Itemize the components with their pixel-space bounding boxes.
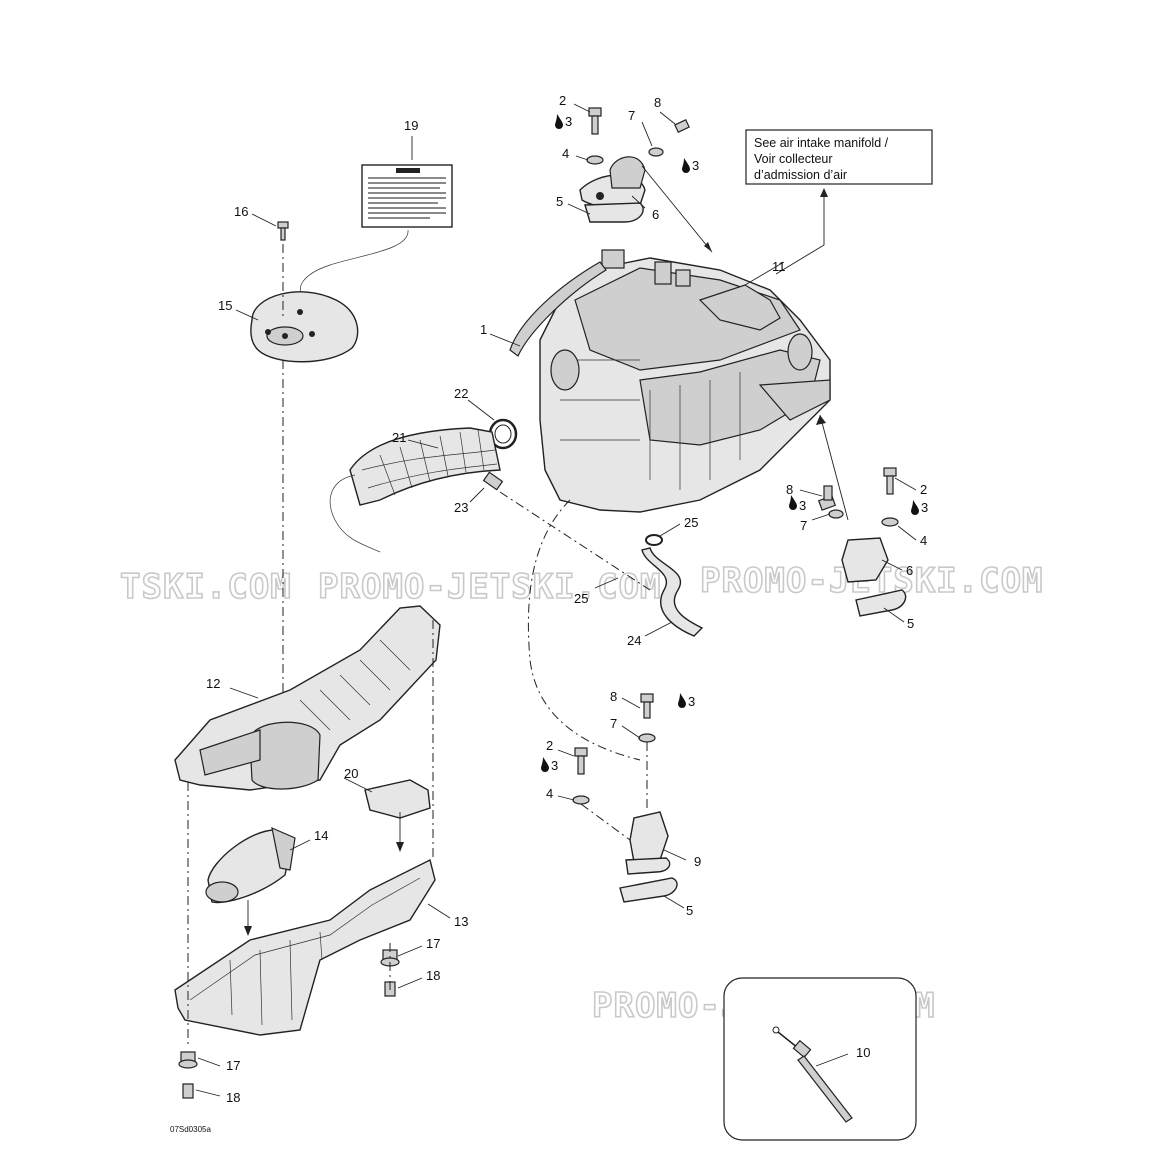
note-line-1: See air intake manifold / — [754, 136, 889, 150]
callout-5: 5 — [556, 194, 563, 209]
cover-plate — [250, 221, 359, 720]
callout-8: 8 — [654, 95, 661, 110]
sealant-drop-icon — [541, 757, 549, 772]
watermark-left: TSKI.COM — [120, 567, 292, 607]
callout-12: 12 — [206, 676, 220, 691]
callout-1: 1 — [480, 322, 487, 337]
callout-3: 3 — [551, 758, 558, 773]
watermark-mid: PROMO-JETSKI.COM — [318, 567, 662, 607]
callout-14: 14 — [314, 828, 328, 843]
callout-3: 3 — [692, 158, 699, 173]
callout-6: 6 — [906, 563, 913, 578]
callout-21: 21 — [392, 430, 406, 445]
callout-4: 4 — [562, 146, 569, 161]
note-box: See air intake manifold / Voir collecteu… — [745, 129, 933, 275]
drain-hose — [641, 534, 704, 637]
callout-24: 24 — [627, 633, 641, 648]
sealant-drop-icon — [789, 495, 797, 510]
callout-5: 5 — [686, 903, 693, 918]
engine-mount-top — [579, 107, 713, 253]
callout-13: 13 — [454, 914, 468, 929]
callout-7: 7 — [628, 108, 635, 123]
air-box-upper — [174, 605, 441, 791]
air-tube — [205, 826, 296, 936]
callout-2: 2 — [546, 738, 553, 753]
sealant-drops — [541, 114, 919, 772]
callout-23: 23 — [454, 500, 468, 515]
callout-20: 20 — [344, 766, 358, 781]
sealant-drop-icon — [911, 500, 919, 515]
note-line-3: d’admission d’air — [754, 168, 847, 182]
callout-8: 8 — [610, 689, 617, 704]
callout-3: 3 — [921, 500, 928, 515]
engine-mount-bottom — [527, 499, 678, 903]
sealant-drop-icon — [678, 693, 686, 708]
callout-10: 10 — [856, 1045, 870, 1060]
callout-4: 4 — [920, 533, 927, 548]
sealant-drop-icon — [555, 114, 563, 129]
callout-5: 5 — [907, 616, 914, 631]
callout-7: 7 — [800, 518, 807, 533]
callout-18: 18 — [426, 968, 440, 983]
callout-17: 17 — [226, 1058, 240, 1073]
callout-7: 7 — [610, 716, 617, 731]
drawing-code: 07Sd0305a — [170, 1125, 211, 1134]
air-box-cover — [364, 779, 431, 852]
callout-25: 25 — [684, 515, 698, 530]
leader-lines — [195, 103, 917, 1097]
callout-15: 15 — [218, 298, 232, 313]
callout-9: 9 — [694, 854, 701, 869]
callout-6: 6 — [652, 207, 659, 222]
callout-4: 4 — [546, 786, 553, 801]
dipstick-inset — [723, 977, 917, 1141]
callout-19: 19 — [404, 118, 418, 133]
callout-16: 16 — [234, 204, 248, 219]
callout-8: 8 — [786, 482, 793, 497]
callout-3: 3 — [799, 498, 806, 513]
callout-22: 22 — [454, 386, 468, 401]
engine-block — [509, 249, 831, 513]
callout-numbers: 2 3 4 5 6 7 8 3 11 19 16 15 1 22 21 23 2… — [206, 93, 928, 1105]
callout-2: 2 — [559, 93, 566, 108]
intake-tube — [329, 418, 651, 591]
callout-11: 11 — [772, 259, 786, 274]
sealant-drop-icon — [682, 158, 690, 173]
callout-25: 25 — [574, 591, 588, 606]
callout-3: 3 — [688, 694, 695, 709]
callout-3: 3 — [565, 114, 572, 129]
engine-mount-right — [816, 414, 907, 617]
note-line-2: Voir collecteur — [754, 152, 833, 166]
callout-2: 2 — [920, 482, 927, 497]
fasteners-17-18 — [178, 620, 434, 1099]
warning-label — [300, 164, 453, 299]
air-box-lower — [174, 858, 436, 1036]
callout-17: 17 — [426, 936, 440, 951]
callout-18: 18 — [226, 1090, 240, 1105]
